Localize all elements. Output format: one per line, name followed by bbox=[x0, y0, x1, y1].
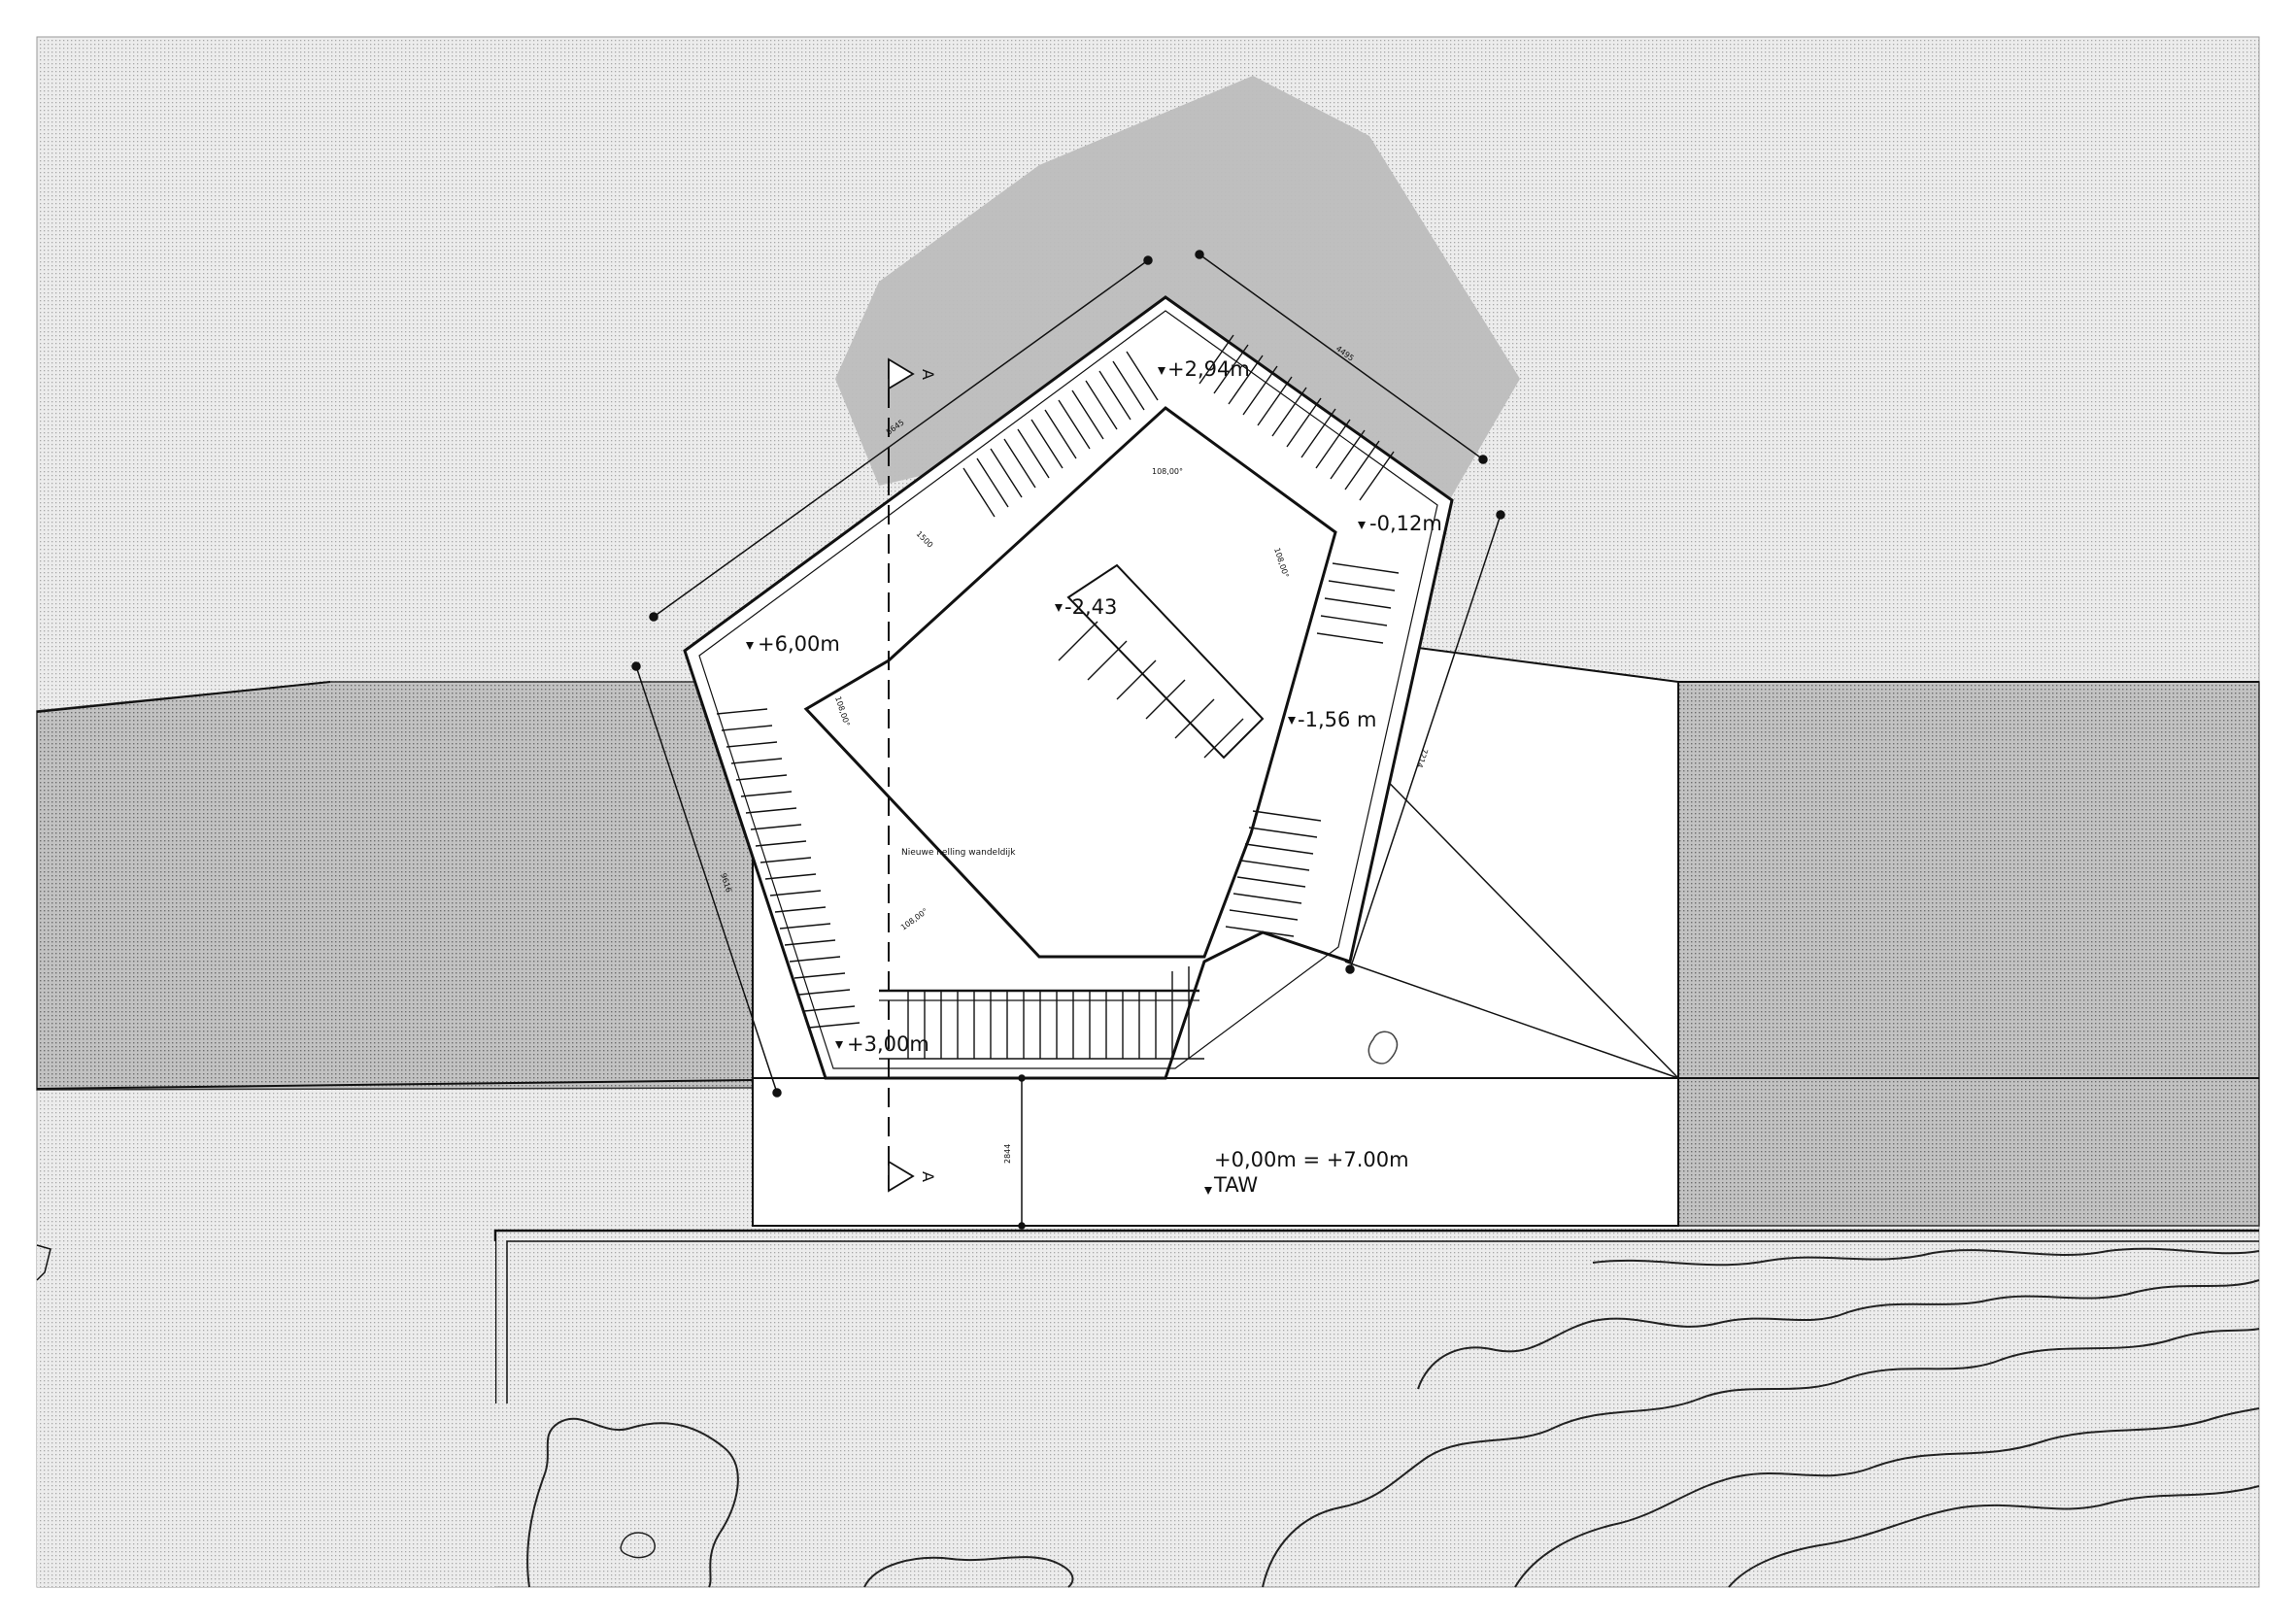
section-marker-bottom bbox=[888, 1160, 915, 1193]
canopy-line bbox=[1344, 961, 1679, 1079]
reference-level-line1: +0,00m = +7.00m bbox=[1214, 1148, 1409, 1171]
dike-band-right bbox=[1677, 681, 2260, 1227]
stair-flight-right-lower bbox=[1225, 810, 1322, 937]
level-bottom: +3,00m bbox=[847, 1032, 929, 1056]
contour-line bbox=[1514, 1407, 2260, 1588]
level-inner: -2,43 bbox=[1064, 595, 1117, 619]
slope-note: Nieuwe helling wandeldijk bbox=[901, 848, 1016, 858]
sculpture-symbol bbox=[1367, 1031, 1399, 1065]
contour-line bbox=[526, 1417, 739, 1588]
dike-edge-top bbox=[36, 681, 331, 713]
stair-flight-top-right bbox=[1199, 334, 1395, 501]
contour-line bbox=[1728, 1485, 2260, 1588]
walkway-outer-inset bbox=[698, 310, 1438, 1069]
section-marker-top bbox=[888, 357, 915, 390]
boundary-wall-inner bbox=[506, 1240, 2259, 1403]
stair-flight-right bbox=[1316, 562, 1400, 644]
level-top: +2,94m bbox=[1167, 357, 1250, 381]
inner-stair bbox=[1066, 563, 1265, 760]
dike-edge-bottom bbox=[36, 1079, 754, 1090]
lower-field-edge bbox=[36, 1244, 51, 1281]
level-left: +6,00m bbox=[758, 632, 840, 656]
dim-plaza: 2844 bbox=[1003, 1144, 1012, 1164]
contour-line bbox=[1262, 1328, 2260, 1588]
contour-line bbox=[1417, 1279, 2260, 1390]
angle-label-top: 108,00° bbox=[1152, 467, 1183, 476]
canopy-line bbox=[1359, 752, 1679, 1079]
contour-line bbox=[863, 1556, 1074, 1588]
level-right-upper: -0,12m bbox=[1369, 512, 1442, 535]
contour-blob bbox=[620, 1532, 656, 1559]
dimension-lines bbox=[631, 250, 1505, 1230]
section-label-bottom: A bbox=[919, 1171, 937, 1182]
level-markers bbox=[746, 367, 1366, 1195]
dike-band-left bbox=[36, 681, 754, 1091]
reference-level-line2: TAW bbox=[1213, 1173, 1258, 1197]
walkway-inner bbox=[803, 406, 1337, 959]
stair-flight-inner bbox=[1058, 621, 1244, 759]
contour-line bbox=[1592, 1247, 2260, 1267]
stair-flight-top-left bbox=[962, 351, 1159, 518]
walkway-outer bbox=[683, 295, 1454, 1080]
lower-field bbox=[37, 1241, 495, 1587]
stair-flight-left bbox=[716, 708, 861, 1029]
level-right-lower: -1,56 m bbox=[1298, 708, 1376, 731]
section-label-top: A bbox=[919, 369, 937, 380]
stair-flight-bottom bbox=[907, 966, 1190, 1059]
